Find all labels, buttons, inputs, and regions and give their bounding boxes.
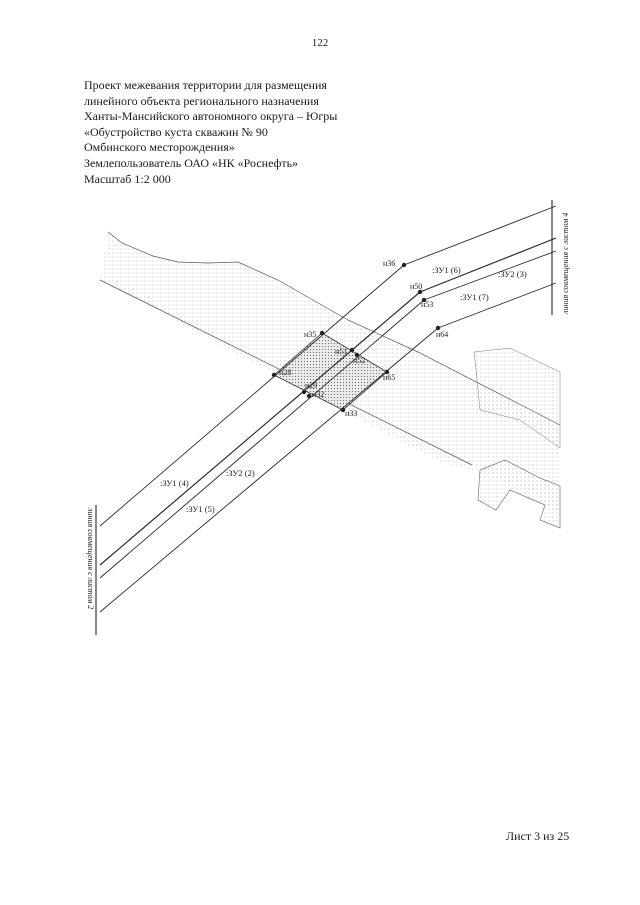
zone-label: :ЗУ2 (2): [226, 468, 255, 478]
match-line-label: линия совмещения с листом 4: [561, 213, 570, 315]
boundary-line: [99, 299, 425, 579]
point-marker: [340, 407, 346, 413]
title-block: Проект межевания территории для размещен…: [84, 78, 337, 187]
zone-label: :ЗУ1 (6): [432, 265, 461, 275]
point-label: н28: [279, 368, 291, 377]
point-label: н53: [421, 300, 433, 309]
boundary-line: [99, 264, 405, 527]
point-label: н50: [410, 282, 422, 291]
page-number: 122: [311, 37, 329, 49]
point-label: н33: [345, 409, 357, 418]
zone-label: :ЗУ2 (3): [498, 269, 527, 279]
zone-label: :ЗУ1 (7): [460, 292, 489, 302]
point-marker: [271, 372, 277, 378]
title-line: Землепользователь ОАО «НК «Роснефть»: [84, 155, 299, 170]
boundary-line: [423, 250, 557, 301]
boundary-line: [419, 237, 557, 293]
point-marker: [384, 369, 390, 375]
sheet-number: Лист 3 из 25: [506, 829, 570, 843]
title-line: Омбинского месторождения»: [84, 140, 235, 155]
point-label: н32: [312, 390, 324, 399]
point-label: н35: [304, 330, 316, 339]
point-marker: [349, 347, 355, 353]
title-line: Ханты-Мансийского автономного округа – Ю…: [84, 109, 338, 124]
point-marker: [354, 352, 360, 358]
point-label: н64: [436, 330, 448, 339]
title-line: линейного объекта регионального назначен…: [84, 93, 319, 108]
point-label: н65: [383, 373, 395, 382]
point-marker: [401, 262, 407, 268]
point-marker: [435, 325, 441, 331]
structure-notch: [477, 459, 561, 529]
point-marker: [306, 393, 312, 399]
point-label: н29: [305, 381, 317, 390]
point-marker: [417, 289, 423, 295]
boundary-line: [99, 291, 421, 566]
point-label: н52: [353, 356, 365, 365]
corridor-edge: [107, 231, 561, 426]
survey-map: н36 н50 н53 н64 н35 н51 н52 н28 н65 н29 …: [86, 200, 570, 635]
scale-label: Масштаб 1:2 000: [84, 171, 171, 186]
title-line: Проект межевания территории для размещен…: [84, 78, 327, 92]
zone-label: :ЗУ1 (4): [160, 478, 189, 488]
title-line: «Обустройство куста скважин № 90: [84, 124, 268, 139]
structure-block: [473, 347, 561, 449]
zone-label: :ЗУ1 (5): [186, 504, 215, 514]
match-line-label: линия совмещения с листом 2: [86, 507, 95, 609]
point-marker: [301, 389, 307, 395]
boundary-line: [437, 282, 557, 329]
point-label: н51: [335, 347, 347, 356]
point-label: н36: [383, 259, 395, 268]
point-marker: [319, 330, 325, 336]
boundary-line: [403, 205, 557, 266]
point-marker: [421, 297, 427, 303]
boundary-line: [99, 327, 439, 613]
